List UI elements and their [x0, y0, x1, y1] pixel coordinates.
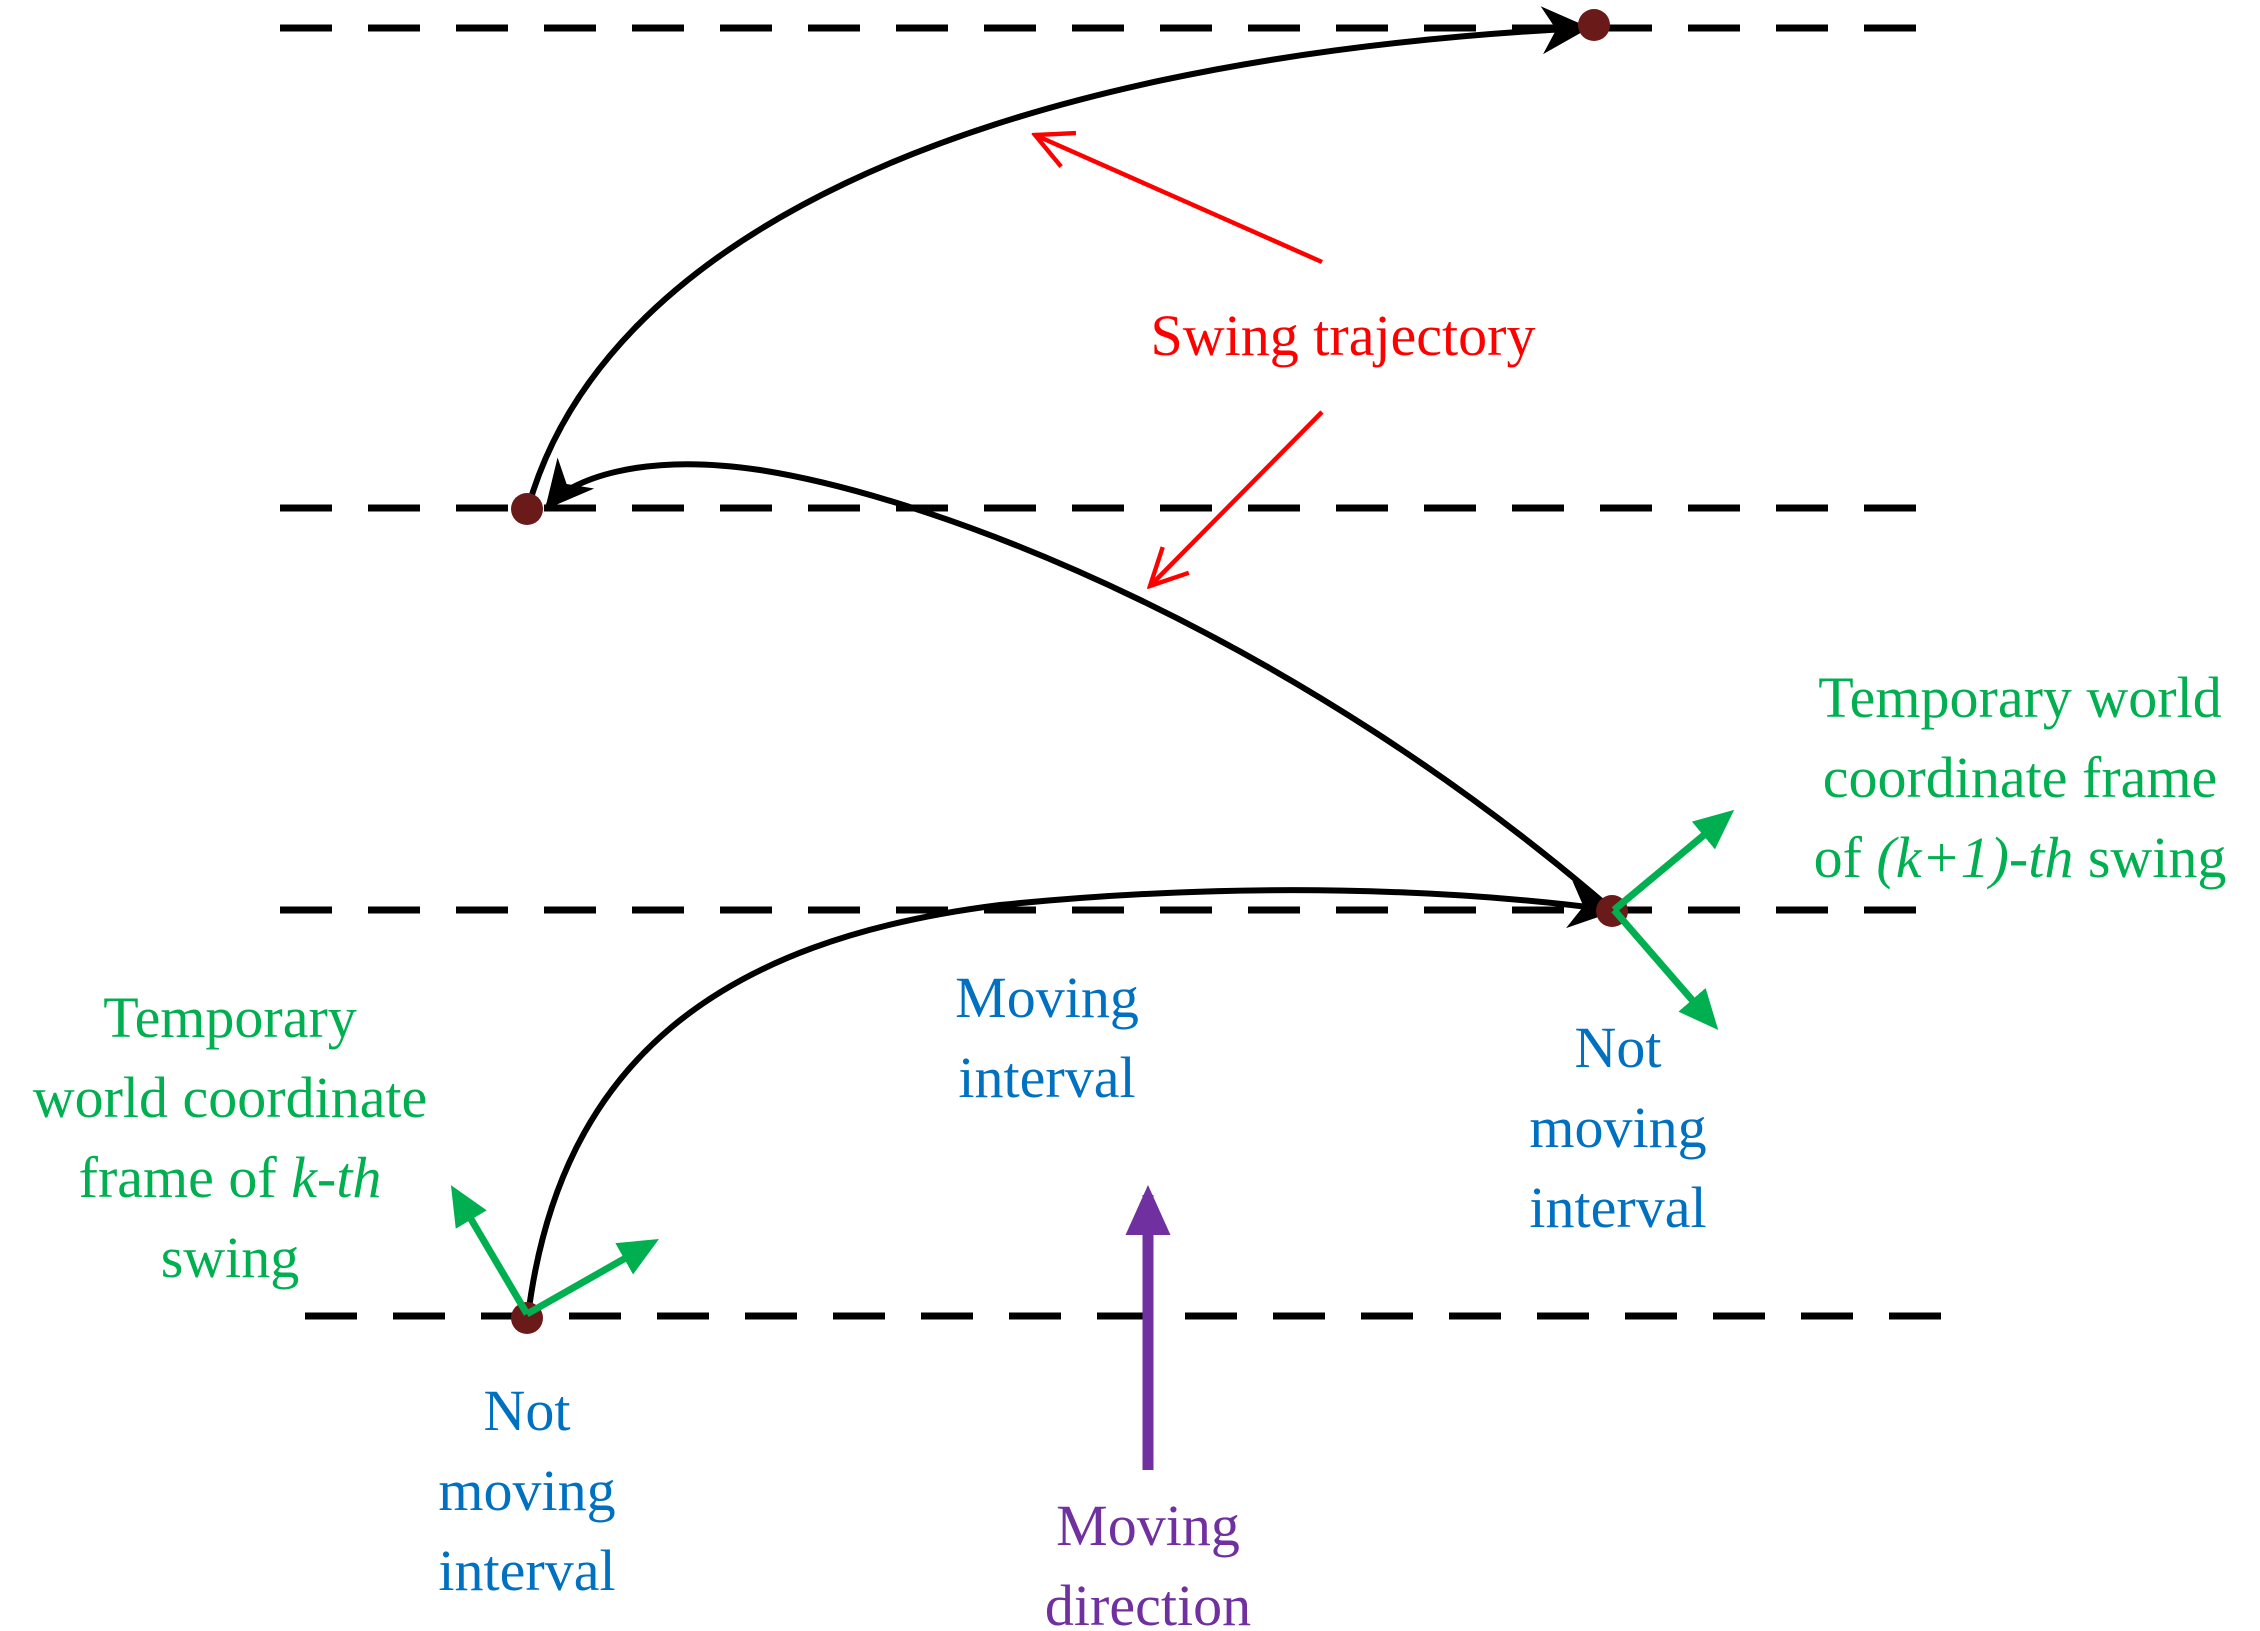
frame-k-line-2: world coordinate: [33, 1065, 428, 1130]
moving-interval-line-2: interval: [958, 1045, 1135, 1110]
frame-k-label: Temporary world coordinate frame of k-th…: [33, 985, 428, 1290]
frame-k-line-1: Temporary: [103, 985, 357, 1050]
not-moving-left-line-2: moving: [438, 1458, 615, 1523]
not-moving-right-line-1: Not: [1575, 1015, 1662, 1080]
frame-k-line-3-prefix: frame of: [79, 1145, 292, 1210]
moving-interval-label: Moving interval: [955, 965, 1139, 1110]
moving-interval-line-1: Moving: [955, 965, 1139, 1030]
contact-point-top: [1578, 9, 1610, 41]
not-moving-right-line-2: moving: [1529, 1095, 1706, 1160]
frame-k1-line-1: Temporary world: [1818, 665, 2221, 730]
moving-direction-line-2: direction: [1045, 1573, 1251, 1631]
frame-k1-axis-a: [1611, 809, 1735, 913]
swing-pointer-upper: [1035, 135, 1323, 265]
swing-trajectory-1: [525, 880, 1617, 1317]
not-moving-left-line-1: Not: [484, 1378, 571, 1443]
frame-k-line-3-italic: k-th: [291, 1145, 381, 1210]
not-moving-interval-right-label: Not moving interval: [1529, 1015, 1706, 1240]
frame-k-line-4: swing: [161, 1225, 300, 1290]
swing-pointer-lower: [1150, 410, 1324, 586]
frame-k-axis-b: [525, 1239, 659, 1318]
frame-k1-line-2: coordinate frame: [1823, 745, 2218, 810]
swing-trajectories: [525, 6, 1617, 1317]
frame-k1-line-3-prefix: of: [1814, 825, 1877, 890]
frame-k1-line-3-suffix: swing: [2073, 825, 2226, 890]
moving-direction-label: Moving direction: [1045, 1493, 1251, 1631]
swing-trajectory-2: [544, 457, 1614, 913]
swing-trajectory-3: [525, 6, 1590, 509]
swing-trajectory-label: Swing trajectory: [1151, 303, 1536, 368]
frame-k1-axis-b: [1611, 907, 1719, 1031]
not-moving-right-line-3: interval: [1529, 1175, 1706, 1240]
moving-direction-line-1: Moving: [1056, 1493, 1240, 1558]
frame-k1-label: Temporary world coordinate frame of (k+1…: [1814, 665, 2227, 890]
coordinate-frame-k: [450, 1185, 659, 1318]
frame-k-axis-a: [450, 1185, 531, 1316]
not-moving-left-line-3: interval: [438, 1538, 615, 1603]
contact-point-second: [511, 493, 543, 525]
frame-k1-line-3-italic: (k+1)-th: [1876, 825, 2073, 890]
frame-k-line-3: frame of k-th: [79, 1145, 382, 1210]
contact-points: [511, 9, 1628, 1334]
coordinate-frame-k1: [1611, 809, 1735, 1031]
swing-label-pointers: [1035, 135, 1324, 586]
not-moving-interval-left-label: Not moving interval: [438, 1378, 615, 1603]
frame-k1-line-3: of (k+1)-th swing: [1814, 825, 2227, 890]
